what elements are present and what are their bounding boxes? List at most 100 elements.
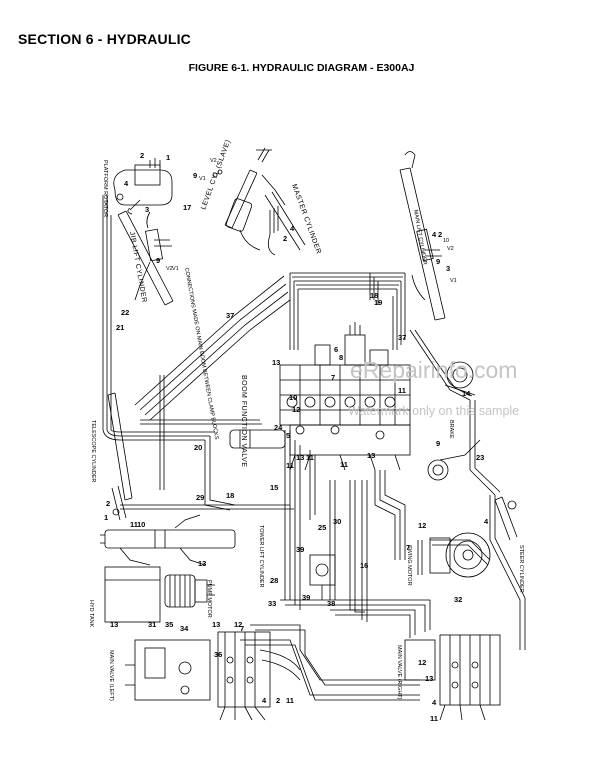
callout: 12 [234,620,242,629]
label-main-lift-cylinder: MAIN LIFT CYLINDER [412,209,428,265]
watermark-subtext: Watermark only on this sample [348,404,519,418]
callout: V1 [199,176,206,182]
callout: 12 [418,521,426,530]
label-swing-motor: SWING MOTOR [406,545,412,586]
callout: 37 [398,333,406,342]
label-connections-note: CONNECTIONS MADE ON MAIN BOOM BETWEEN CL… [183,267,219,440]
label-steer-cylinder: STEER CYLINDER [518,545,524,593]
callout: V1 [450,278,457,284]
callout: 11 [306,453,314,462]
label-main-valve-left: MAIN VALVE (LEFT) [108,650,114,701]
callout: 16 [360,561,368,570]
label-brake: BRAKE [448,420,454,439]
callout: 7 [240,624,244,633]
callout: 29 [196,493,204,502]
callout: 9 [436,257,440,266]
callout: 13 [198,559,206,568]
callout: 12 [292,405,300,414]
callout: 28 [270,576,278,585]
callout: 6 [334,345,338,354]
callout: 13 [367,451,375,460]
callouts: 1 2 3 4 17 9 V1 V2 4 2 4 2 10 V2 9 3 V1 … [104,151,489,723]
callout: 10 [137,520,145,529]
callout: V2 [166,266,173,272]
callout: 32 [454,595,462,604]
main-valve-right [404,634,501,721]
callout: 4 [124,179,129,188]
callout: 39 [296,545,304,554]
boom-function-valve [229,322,411,471]
callout: 10 [289,393,297,402]
callout: 30 [333,517,341,526]
callout: 1 [104,513,108,522]
steer-cylinder [494,496,518,541]
main-valve-left [125,631,301,721]
section-title: SECTION 6 - HYDRAULIC [18,31,191,47]
callout: 18 [226,491,234,500]
callout: 4 [432,698,437,707]
callout: 5 [286,431,290,440]
small-components [309,554,336,600]
callout: 9 [156,256,160,265]
callout: 13 [110,620,118,629]
callout: 13 [272,358,280,367]
callout: 2 [283,234,287,243]
swing-motor [417,532,491,578]
pump-motor-tank [104,566,215,623]
callout: 22 [121,308,129,317]
watermark-text: eRepairinfo.com [350,357,517,383]
callout: 33 [268,599,276,608]
callout: 4 [290,224,295,233]
callout: 4 [432,230,437,239]
callout: 13 [212,620,220,629]
callout: V2 [210,158,217,164]
callout: 11 [430,714,438,723]
callout: 23 [476,453,484,462]
callout: 13 [296,453,304,462]
callout: 25 [318,523,326,532]
callout: 11 [340,460,348,469]
callout: 11 [398,386,406,395]
callout: 11 [130,520,138,529]
callout: 11 [286,461,294,470]
callout: 2 [140,151,144,160]
label-telescope-cylinder: TELESCOPE CYLINDER [90,420,96,482]
callout: 31 [148,620,156,629]
callout: 13 [425,674,433,683]
callout: 8 [339,353,343,362]
label-pump-motor: PUMP MOTOR [206,580,212,618]
callout: 24 [274,423,283,432]
level-cylinders [212,147,306,256]
brake [427,361,481,481]
callout: 4 [262,696,267,705]
label-level-cyl: LEVEL CYL (SLAVE) [200,139,232,211]
callout: 1 [166,153,170,162]
tower-lift-cylinder [100,514,236,566]
callout: V2 [447,246,454,252]
callout: 7 [331,373,335,382]
callout: 39 [302,593,310,602]
callout: 18 [370,291,378,300]
label-boom-function-valve: BOOM FUNCTION VALVE [240,375,247,467]
callout: 35 [165,620,173,629]
label-platform-rotator: PLATFORM ROTATOR [102,160,108,217]
jib-lift-cylinder [117,210,174,306]
callout: 2 [276,696,280,705]
callout: 17 [183,203,191,212]
label-main-valve-right: MAIN VALVE (RIGHT) [396,645,402,700]
callout: 11 [286,696,294,705]
callout: 9 [193,171,197,180]
callout: 12 [418,658,426,667]
callout: 2 [106,499,110,508]
callout: 4 [484,517,489,526]
callout: 19 [374,298,382,307]
callout: 14 [462,389,471,398]
hose-bundles [102,195,526,701]
callout: 10 [443,238,449,244]
callout: V1 [172,266,179,272]
callout: 9 [436,439,440,448]
label-master-cylinder: MASTER CYLINDER [290,183,322,255]
callout: 34 [180,624,189,633]
label-tower-lift-cylinder: TOWER LIFT CYLINDER [258,525,264,587]
